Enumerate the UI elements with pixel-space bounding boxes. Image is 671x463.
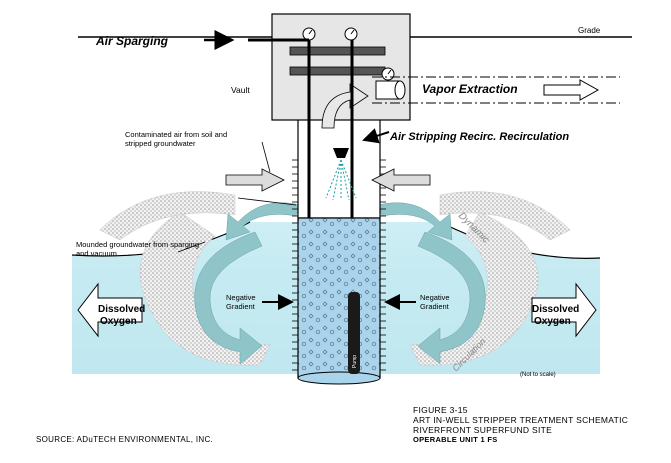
grade-label: Grade (578, 26, 601, 35)
mounded-label-1: Mounded groundwater from sparging (76, 240, 199, 249)
dissolved-oxygen-arrow-right (531, 282, 597, 338)
spray-icon (325, 159, 357, 201)
inflow-arrow-right (371, 168, 431, 192)
circulation-top-right (439, 191, 571, 241)
figure-caption: FIGURE 3-15 ART IN-WELL STRIPPER TREATME… (413, 405, 628, 445)
flow-arrow-left (194, 231, 263, 365)
dissolved-oxygen-label-right-1: Dissolved (532, 304, 579, 315)
vapor-extraction-label: Vapor Extraction (422, 82, 518, 96)
negative-gradient-left-2: Gradient (226, 302, 256, 311)
gauge-icon (381, 67, 395, 81)
exit-arrow-left (225, 202, 301, 241)
figure-number: FIGURE 3-15 (413, 405, 468, 415)
negative-gradient-right-2: Gradient (420, 302, 450, 311)
circulation-loop-left (139, 211, 271, 366)
contaminated-air-label-2: stripped groundwater (125, 139, 196, 148)
screen-ticks (292, 159, 386, 371)
packer-plate-bottom (289, 66, 386, 76)
leader-line (177, 241, 206, 253)
air-sparging-label: Air Sparging (95, 34, 169, 48)
leader-line (237, 197, 297, 206)
inflow-arrow-left (225, 168, 285, 192)
figure-unit: OPERABLE UNIT 1 FS (413, 435, 498, 444)
gauge-icon (302, 27, 316, 41)
negative-gradient-right-1: Negative (420, 293, 450, 302)
vault-label: Vault (231, 85, 250, 95)
extraction-flow-arrow (321, 83, 369, 129)
contaminated-air-label-1: Contaminated air from soil and (125, 130, 227, 139)
negative-gradient-left-1: Negative (226, 293, 256, 302)
spray-head-icon (333, 148, 349, 158)
source-credit: SOURCE: ADuTECH ENVIRONMENTAL, INC. (36, 435, 214, 444)
gauge-icon (344, 27, 358, 41)
leader-line (261, 141, 271, 173)
figure-site: RIVERFRONT SUPERFUND SITE (413, 425, 553, 435)
flow-arrow-right (417, 231, 486, 365)
well-screen (297, 217, 381, 379)
figure-title: ART IN-WELL STRIPPER TREATMENT SCHEMATIC (413, 415, 629, 425)
dissolved-oxygen-arrow-left (77, 282, 143, 338)
pump-label: Pump (352, 355, 358, 368)
exit-arrow-right (377, 202, 453, 241)
circulation-loop-right (409, 211, 539, 366)
mounded-label-2: and vacuum (76, 249, 117, 258)
pump-icon (348, 292, 360, 374)
packer-plate-top (289, 46, 386, 56)
recirc-arrow (362, 128, 390, 144)
dissolved-oxygen-label-left-1: Dissolved (98, 304, 145, 315)
not-to-scale-label: (Not to scale) (520, 372, 556, 378)
dissolved-oxygen-label-left-2: Oxygen (100, 316, 137, 327)
circulation-top-left (99, 191, 236, 241)
vapor-arrow (543, 79, 600, 101)
dissolved-oxygen-label-right-2: Oxygen (534, 316, 571, 327)
air-stripping-label: Air Stripping Recirc. Recirculation (389, 131, 569, 143)
